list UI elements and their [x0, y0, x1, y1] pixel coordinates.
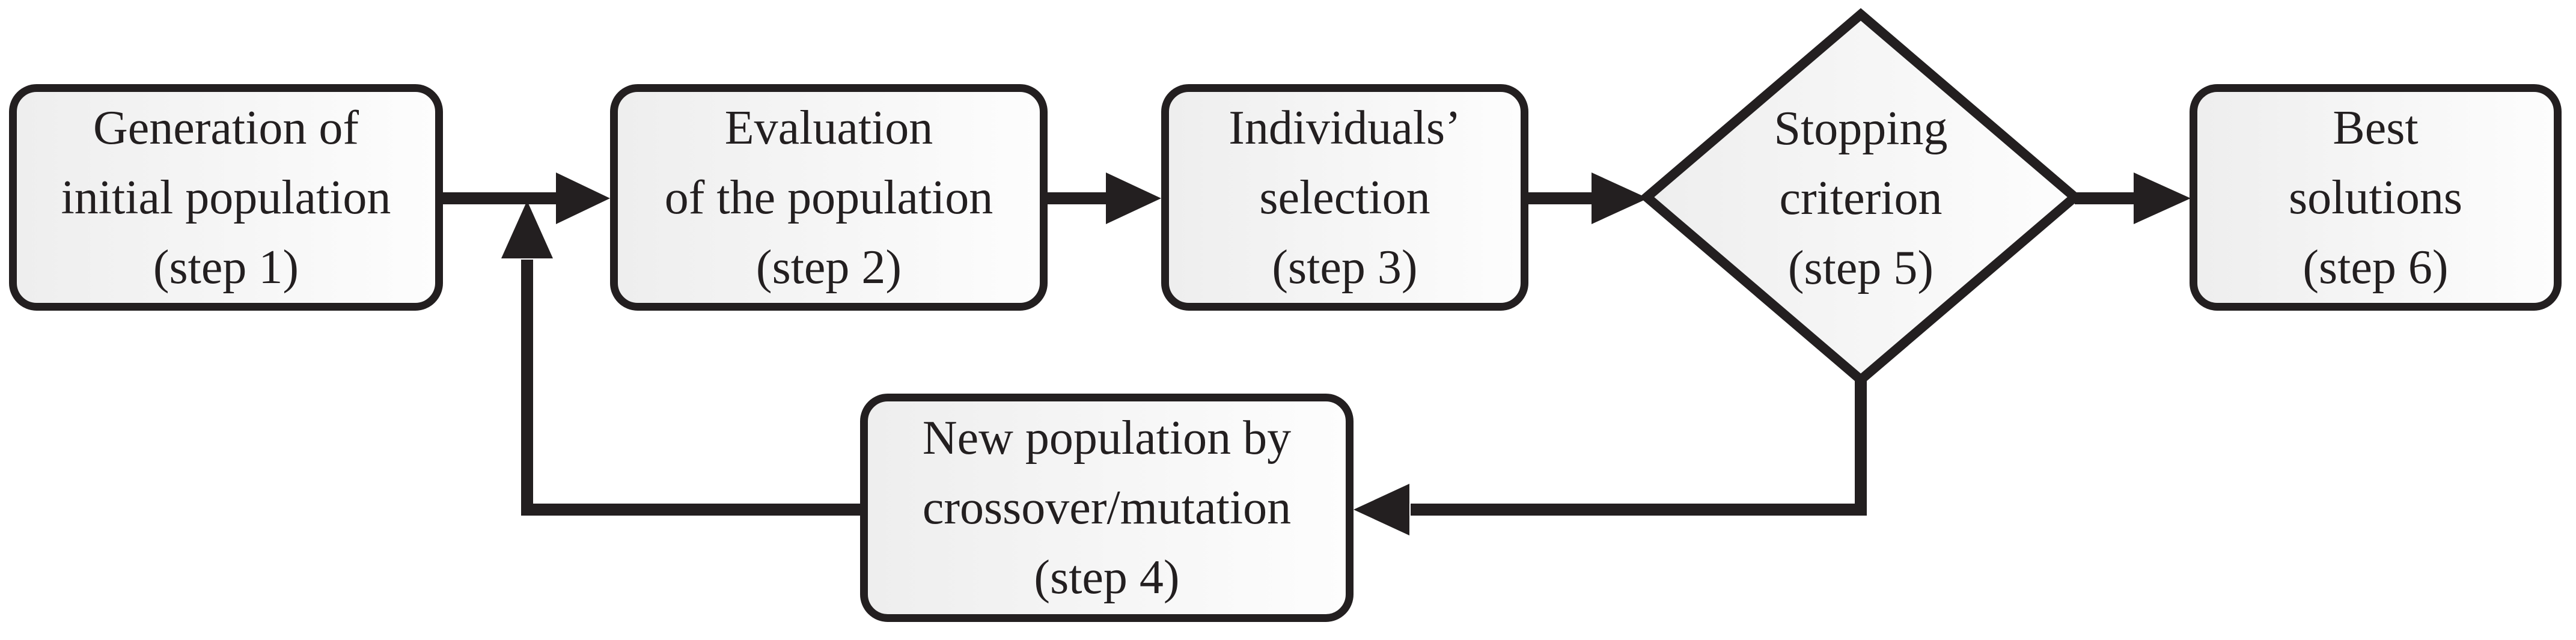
node-step4-new-population: New population by crossover/mutation (st… [860, 394, 1354, 622]
arrowhead-step3-to-step5 [1592, 172, 1648, 224]
arrowhead-step5-to-step6 [2134, 172, 2191, 224]
arrowhead-step2-to-step3 [1106, 172, 1161, 224]
node-step5-stopping-criterion: Stopping criterion (step 5) [1774, 102, 1948, 294]
arrowhead-step5-to-step4 [1354, 484, 1409, 535]
arrowhead-step1-to-step2 [556, 172, 610, 224]
node-step2-evaluation: Evaluation of the population (step 2) [610, 84, 1048, 311]
arrow-step5-to-step4 [1411, 375, 1867, 516]
node-step6-best-solutions: Best solutions (step 6) [2190, 84, 2562, 311]
node-step3-selection: Individuals’ selection (step 3) [1161, 84, 1528, 311]
arrowhead-step4-to-step2 [501, 201, 553, 258]
node-step1-generation: Generation of initial population (step 1… [9, 84, 443, 311]
arrow-step4-to-step2 [521, 260, 860, 516]
